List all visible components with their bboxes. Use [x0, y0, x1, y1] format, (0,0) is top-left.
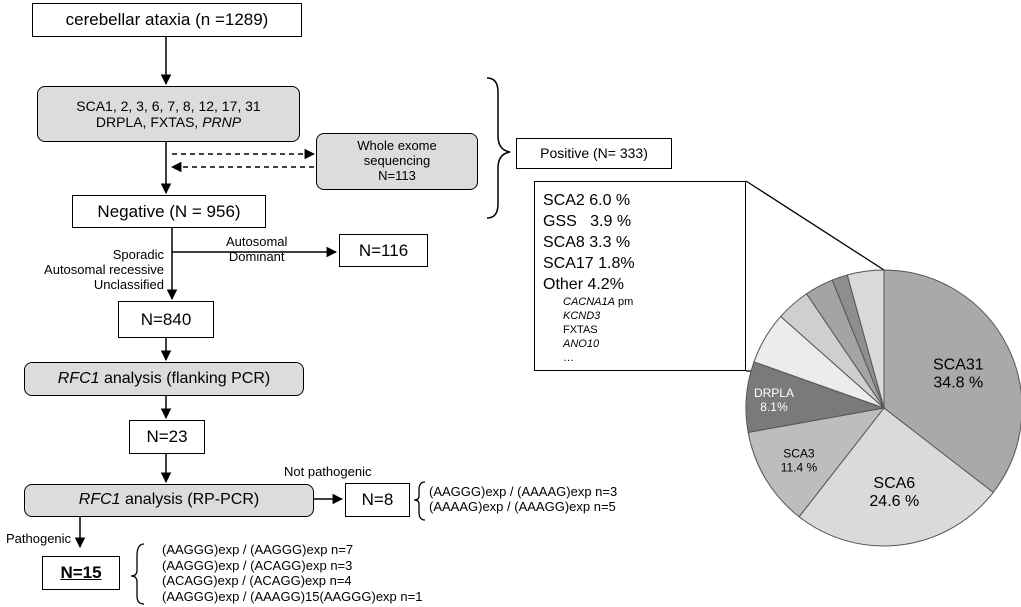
rfc1-flanking-label: RFC1 analysis (flanking PCR) [58, 370, 271, 388]
wes-line3: N=113 [378, 167, 416, 183]
n15-label: N=15 [60, 563, 102, 583]
other-sub-4: ANO10 [563, 337, 745, 351]
positive-label: Positive (N= 333) [540, 145, 648, 162]
n15-detail-1: (AAGGG)exp / (AAGGG)exp n=7 [162, 542, 354, 557]
n116-label: N=116 [358, 240, 409, 260]
n23-box: N=23 [129, 420, 205, 454]
minor-line-5: Other 4.2% [543, 276, 624, 293]
rfc1-flanking-italic: RFC1 [57, 369, 100, 387]
branch-left-label: Sporadic Autosomal recessive Unclassifie… [44, 247, 164, 293]
pie-label-sca3: SCA3 [783, 446, 815, 460]
other-sub-5: … [563, 352, 574, 364]
minor-line-2: GSS 3.9 % [543, 213, 632, 230]
rfc1-rppcr-rest: analysis (RP-PCR) [120, 491, 260, 509]
n8-label: N=8 [361, 490, 394, 510]
start-label: cerebellar ataxia (n =1289) [65, 10, 269, 30]
branch-right-label: Autosomal Dominant [226, 234, 288, 265]
screening-line2: DRPLA, FXTAS, PRNP [96, 114, 241, 130]
pathogenic-label: Pathogenic [6, 531, 72, 546]
screening-line2-plain: DRPLA, FXTAS, [95, 114, 203, 130]
not-pathogenic-label: Not pathogenic [284, 464, 372, 479]
pie-slice-sca31 [883, 269, 1021, 494]
n15-box: N=15 [42, 556, 120, 590]
pie-label-drpla: DRPLA [754, 386, 794, 400]
other-sub-1: CACNA1A pm [563, 295, 745, 309]
screening-box: SCA1, 2, 3, 6, 7, 8, 12, 17, 31 DRPLA, F… [37, 86, 300, 142]
pie-value-sca31: 34.8 % [933, 375, 983, 392]
other-sub-2-italic: KCND3 [563, 310, 601, 322]
n840-box: N=840 [118, 301, 214, 338]
minor-line-1: SCA2 6.0 % [543, 192, 631, 209]
pie-value-sca3: 11.4 % [781, 460, 818, 474]
other-sub-3: FXTAS [563, 324, 598, 336]
branch-right-line1: Autosomal [226, 234, 288, 249]
start-box: cerebellar ataxia (n =1289) [32, 3, 302, 37]
n8-detail-1: (AAGGG)exp / (AAAAG)exp n=3 [429, 484, 618, 499]
n8-detail-2: (AAAAG)exp / (AAAGG)exp n=5 [429, 498, 616, 514]
wes-line2: sequencing [363, 153, 431, 169]
pie-slice-sca3 [747, 407, 886, 518]
other-sub-2: KCND3 [563, 309, 745, 323]
minor-line-4: SCA17 1.8% [543, 255, 635, 272]
minor-categories-box: SCA2 6.0 % GSS 3.9 % SCA8 3.3 % SCA17 1.… [534, 181, 746, 371]
other-sub-4-italic: ANO10 [563, 338, 600, 350]
n15-details: (AAGGG)exp / (AAGGG)exp n=7 (AAGGG)exp /… [162, 542, 422, 604]
pie-value-drpla: 8.1% [760, 400, 788, 414]
rfc1-rppcr-box: RFC1 analysis (RP-PCR) [24, 484, 314, 517]
n15-detail-4: (AAGGG)exp / (AAAGG)15(AAGGG)exp n=1 [162, 588, 423, 604]
n15-detail-2: (AAGGG)exp / (ACAGG)exp n=3 [162, 557, 353, 573]
pie-slice-sca6 [798, 407, 994, 547]
rfc1-flanking-box: RFC1 analysis (flanking PCR) [24, 362, 304, 396]
pie-label-sca31: SCA31 [933, 357, 984, 374]
rfc1-flanking-rest: analysis (flanking PCR) [99, 369, 271, 387]
negative-label: Negative (N = 956) [97, 201, 241, 221]
screening-line1: SCA1, 2, 3, 6, 7, 8, 12, 17, 31 [76, 97, 261, 114]
pie-value-sca6: 24.6 % [869, 493, 919, 510]
other-sub-1-plain: pm [614, 296, 634, 308]
rfc1-rppcr-label: RFC1 analysis (RP-PCR) [79, 491, 259, 509]
pie-slice-minor-8 [846, 269, 885, 409]
n8-box: N=8 [345, 483, 410, 517]
minor-line-3: SCA8 3.3 % [543, 234, 631, 251]
screening-line2-italic: PRNP [202, 114, 242, 130]
other-sub-list: CACNA1A pm KCND3 FXTAS ANO10 … [543, 295, 745, 365]
branch-right-line2: Dominant [228, 248, 285, 264]
other-sub-1-italic: CACNA1A [563, 296, 615, 308]
pie-label-sca6: SCA6 [873, 475, 915, 492]
n840-label: N=840 [140, 309, 192, 329]
branch-left-line1: Sporadic [112, 247, 164, 262]
rfc1-rppcr-italic: RFC1 [78, 491, 121, 509]
branch-left-line2: Autosomal recessive [44, 261, 164, 277]
n8-details: (AAGGG)exp / (AAAAG)exp n=3 (AAAAG)exp /… [429, 484, 618, 515]
n15-detail-3: (ACAGG)exp / (ACAGG)exp n=4 [162, 573, 352, 589]
positive-box: Positive (N= 333) [516, 138, 672, 169]
n116-box: N=116 [339, 234, 428, 267]
negative-box: Negative (N = 956) [72, 195, 266, 228]
wes-line1: Whole exome [357, 138, 437, 154]
n23-label: N=23 [146, 427, 188, 447]
branch-left-line3: Unclassified [93, 276, 164, 292]
wes-box: Whole exome sequencing N=113 [316, 133, 478, 190]
